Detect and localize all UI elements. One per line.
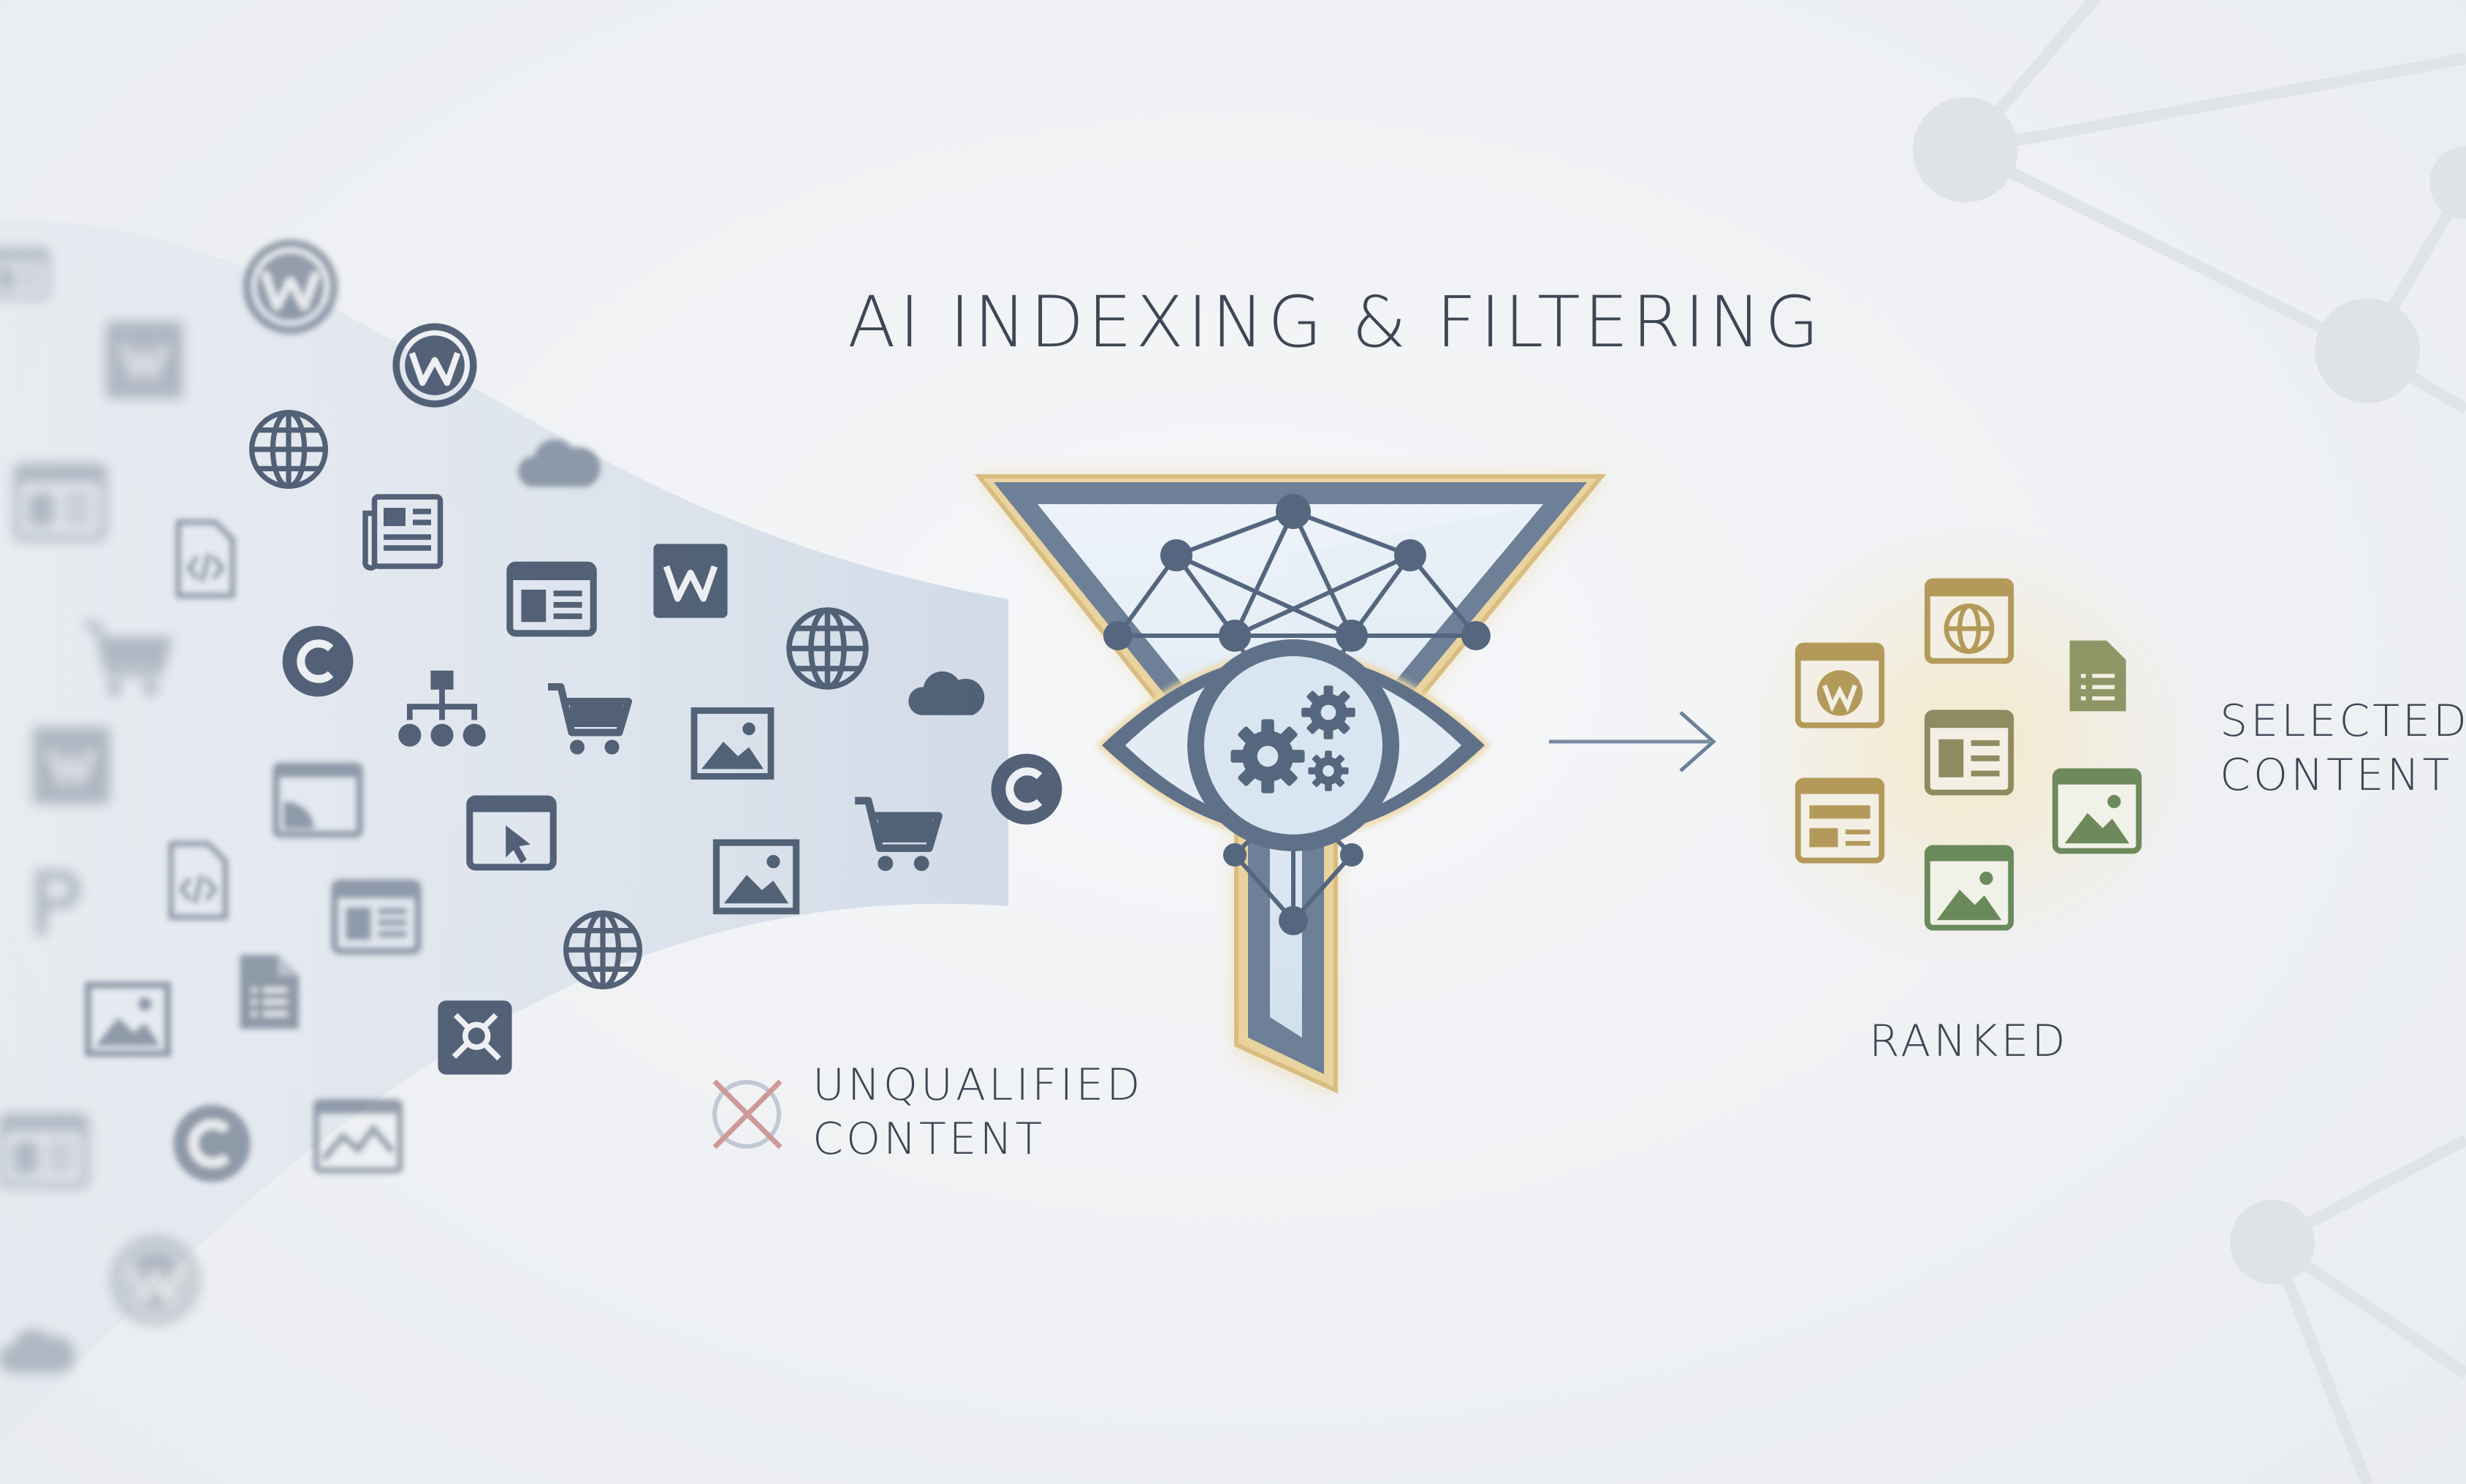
- arrow-right-icon: [1549, 711, 1716, 772]
- globe-icon: [566, 913, 640, 987]
- c-logo-icon: [283, 626, 354, 697]
- selected-content-label: SELECTED: [2220, 696, 2466, 747]
- c-logo-icon: [992, 754, 1062, 825]
- wix-icon: [106, 321, 183, 399]
- globe-icon: [252, 413, 326, 487]
- wordpress-icon: [247, 243, 334, 330]
- image-window-icon: [1927, 848, 2011, 927]
- unqualified-content-label: CONTENT: [813, 1114, 1046, 1165]
- diagram-title: AI INDEXING & FILTERING: [848, 281, 1823, 363]
- rejected-x-icon: [712, 1079, 783, 1149]
- gear-icon: [1230, 719, 1305, 794]
- background-network-nodes: [1913, 97, 2466, 1285]
- selected-content-label: CONTENT: [2220, 750, 2453, 801]
- gear-icon: [1308, 750, 1349, 791]
- eye-icon: [1096, 639, 1491, 851]
- content-stream: [0, 219, 1008, 1447]
- layout-window-icon: [1927, 712, 2011, 792]
- w-logo-icon: [653, 544, 727, 617]
- ai-filter-funnel: [974, 474, 1607, 1096]
- image-window-icon: [2055, 771, 2139, 851]
- c-logo-icon: [173, 1105, 251, 1182]
- wordpress-window-icon: [1798, 645, 1881, 725]
- globe-icon: [789, 610, 866, 687]
- wix-icon: [33, 727, 110, 804]
- wordpress-icon: [115, 1241, 196, 1321]
- ranked-label: RANKED: [1869, 1016, 2069, 1067]
- wordpress-icon: [396, 327, 473, 404]
- layout-window-icon: [1798, 780, 1881, 860]
- tool-icon: [438, 1000, 511, 1074]
- gear-icon: [1301, 685, 1355, 739]
- image-icon: [316, 1102, 400, 1171]
- globe-window-icon: [1927, 581, 2011, 661]
- unqualified-content-label: UNQUALIFIED: [813, 1059, 1143, 1111]
